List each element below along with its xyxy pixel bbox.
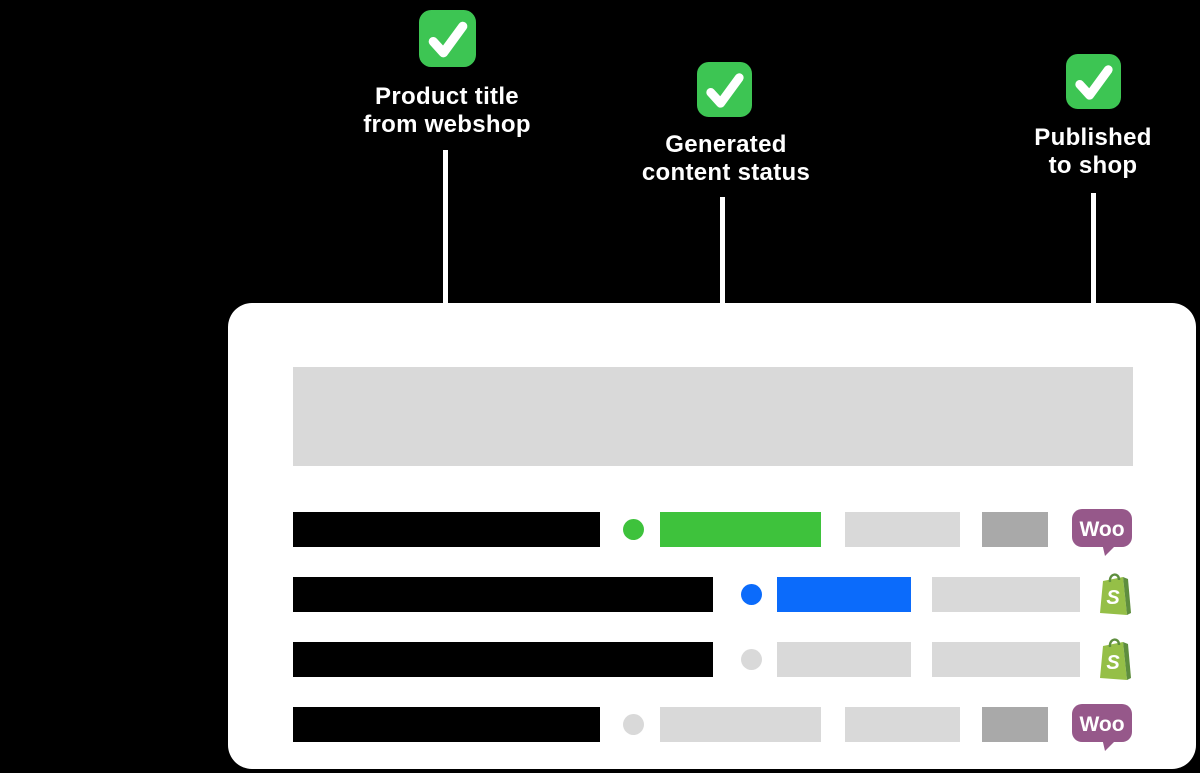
status-dot [741, 649, 762, 670]
annotation-label: Product title from webshop [327, 83, 567, 139]
annotation-label-line1: Published [1034, 124, 1152, 151]
woocommerce-icon: Woo [1072, 509, 1132, 556]
skeleton-bar-dark [982, 512, 1048, 547]
status-bar [660, 707, 821, 742]
annotation-label-line2: to shop [1048, 152, 1138, 179]
status-bar [660, 512, 821, 547]
woocommerce-icon: Woo [1072, 704, 1132, 751]
connector-line [720, 197, 725, 303]
woocommerce-label: Woo [1079, 518, 1124, 541]
skeleton-bar [845, 512, 960, 547]
connector-line [443, 150, 448, 303]
woocommerce-label: Woo [1079, 713, 1124, 736]
skeleton-bar [845, 707, 960, 742]
product-title-skeleton [293, 707, 600, 742]
skeleton-bar [932, 577, 1080, 612]
shopify-icon: S [1100, 573, 1131, 615]
table-header-skeleton [293, 367, 1133, 466]
table-row: S [228, 573, 1196, 615]
product-table-card: Woo S S [228, 303, 1196, 769]
annotation-label-line1: Product title [375, 83, 519, 110]
check-icon [419, 10, 476, 67]
product-title-skeleton [293, 642, 713, 677]
skeleton-bar [932, 642, 1080, 677]
shopify-initial: S [1106, 587, 1120, 609]
annotation-label-line2: content status [641, 159, 811, 186]
annotation-label-line1: Generated [665, 131, 787, 158]
shopify-icon: S [1100, 638, 1131, 680]
product-title-skeleton [293, 577, 713, 612]
status-dot [741, 584, 762, 605]
shopify-initial: S [1106, 652, 1120, 674]
annotation-label: Generated content status [606, 131, 846, 187]
table-row: S [228, 638, 1196, 680]
table-row: Woo [228, 704, 1196, 751]
status-bar [777, 642, 911, 677]
check-icon [1066, 54, 1121, 109]
skeleton-bar-dark [982, 707, 1048, 742]
connector-line [1091, 193, 1096, 303]
status-dot [623, 519, 644, 540]
annotation-label-line2: from webshop [363, 111, 531, 138]
check-icon [697, 62, 752, 117]
product-title-skeleton [293, 512, 600, 547]
annotation-label: Published to shop [973, 124, 1200, 180]
status-dot [623, 714, 644, 735]
status-bar [777, 577, 911, 612]
table-row: Woo [228, 509, 1196, 556]
